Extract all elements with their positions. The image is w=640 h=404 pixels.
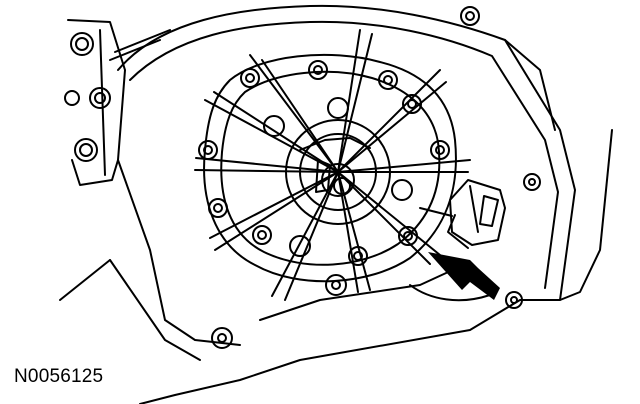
housing-bolts bbox=[211, 6, 541, 349]
release-fork bbox=[449, 179, 506, 246]
alignment-tool-spokes bbox=[194, 29, 471, 301]
pressure-plate-bolts bbox=[198, 60, 450, 266]
bellhousing-inner-edge bbox=[129, 20, 559, 289]
pressure-plate-outline bbox=[203, 53, 457, 283]
bracket-bolts bbox=[64, 32, 111, 162]
figure-id: N0056125 bbox=[14, 366, 104, 387]
callout-arrow-icon bbox=[428, 252, 500, 300]
bellhousing-outline bbox=[117, 4, 576, 404]
